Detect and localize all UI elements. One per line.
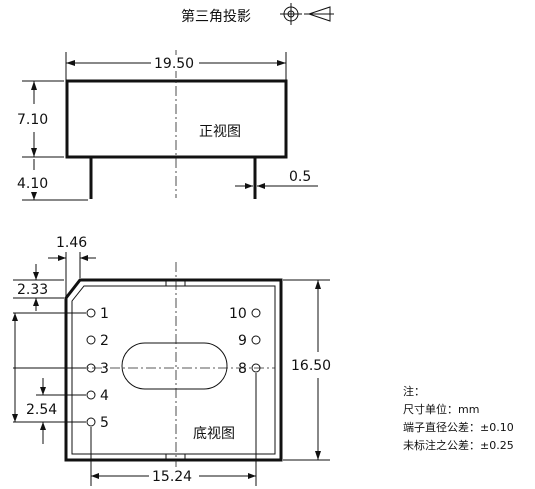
dim-text-bottom-height: 16.50 [291, 358, 331, 374]
dimension-chamfer-x: 1.46 [48, 235, 96, 296]
notes-line-pin-tolerance: 端子直径公差：±0.10 [403, 420, 514, 434]
dim-text-front-width: 19.50 [154, 56, 194, 72]
dimension-bottom-height: 16.50 [283, 279, 331, 461]
bottom-view-outline [64, 278, 283, 462]
front-view-body [65, 79, 288, 159]
pin-label-10: 10 [229, 306, 247, 322]
pin-hole-8 [251, 363, 261, 373]
pin-hole-3 [86, 363, 96, 373]
pin-label-4: 4 [100, 388, 109, 404]
pin-label-9: 9 [238, 333, 247, 349]
dimension-front-pin-length: 4.10 [17, 159, 88, 201]
dimension-pin-span [12, 313, 18, 422]
bottom-view: 底视图 1 2 3 4 5 10 9 8 1.46 [12, 235, 331, 486]
dim-text-body-height: 7.10 [17, 112, 48, 128]
pin-hole-4 [86, 390, 96, 400]
projection-title: 第三角投影 [181, 8, 251, 25]
third-angle-projection-icon [280, 3, 334, 25]
dimension-front-width: 19.50 [65, 52, 287, 80]
notes-block: 注： 尺寸单位：mm 端子直径公差：±0.10 未标注之公差：±0.25 [403, 384, 514, 452]
dim-text-pitch: 2.54 [26, 402, 57, 418]
dim-text-chamfer-x: 1.46 [56, 235, 87, 251]
bottom-view-label: 底视图 [193, 426, 235, 442]
pin-label-8: 8 [238, 361, 247, 377]
pin-hole-5 [86, 417, 96, 427]
notes-heading: 注： [403, 384, 425, 398]
dimension-pitch: 2.54 [26, 367, 86, 444]
top-notch [165, 279, 186, 287]
pin-hole-1 [86, 308, 96, 318]
notes-line-general-tolerance: 未标注之公差：±0.25 [403, 438, 514, 452]
center-slot [121, 342, 228, 390]
pin-label-3: 3 [100, 361, 109, 377]
pin-label-5: 5 [100, 415, 109, 431]
dimension-front-pin-width: 0.5 [235, 169, 318, 189]
pin-hole-9 [251, 335, 261, 345]
dim-text-chamfer-y: 2.33 [17, 282, 48, 298]
dim-text-pin-length: 4.10 [17, 176, 48, 192]
notes-line-units: 尺寸单位：mm [403, 402, 479, 416]
dimension-row-spacing: 15.24 [90, 373, 257, 486]
front-view-label: 正视图 [199, 124, 241, 140]
pin-hole-10 [251, 308, 261, 318]
bottom-notch [165, 453, 186, 461]
pin-label-1: 1 [100, 306, 109, 322]
pin-label-2: 2 [100, 333, 109, 349]
pin-hole-2 [86, 335, 96, 345]
front-view: 正视图 19.50 7.10 4.10 [17, 50, 318, 201]
dim-text-row-spacing: 15.24 [152, 469, 192, 485]
dimension-chamfer-y: 2.33 [13, 264, 64, 311]
dimension-front-body-height: 7.10 [17, 80, 64, 158]
dim-text-pin-width: 0.5 [289, 169, 311, 185]
